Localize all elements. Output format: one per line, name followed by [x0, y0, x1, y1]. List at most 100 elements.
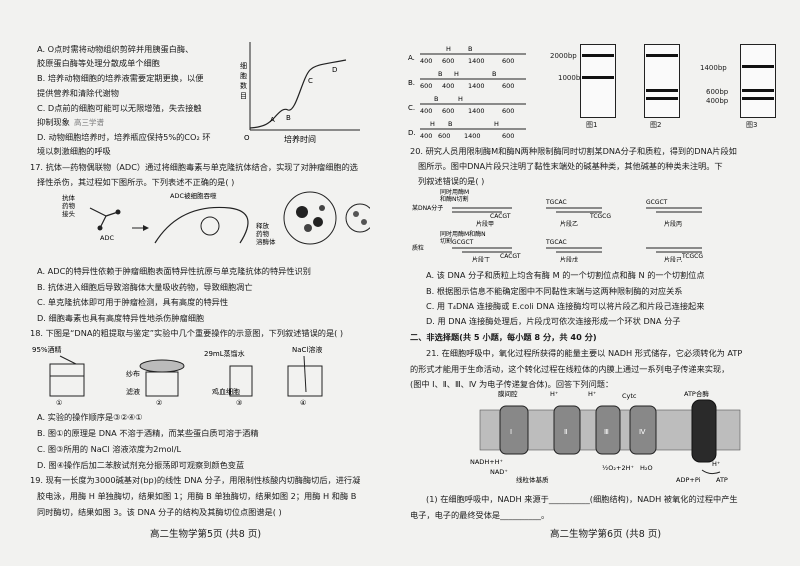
- svg-text:释放: 释放: [256, 221, 270, 230]
- svg-text:TGCAC: TGCAC: [545, 199, 567, 206]
- svg-text:Ⅲ: Ⅲ: [604, 428, 609, 436]
- q18-option-a: A. 实验的操作顺序是③②④①: [37, 412, 143, 422]
- svg-text:H: H: [458, 95, 463, 103]
- svg-text:某DNA分子: 某DNA分子: [412, 204, 443, 212]
- gel-1-band: [582, 76, 614, 79]
- svg-text:C.: C.: [408, 104, 415, 112]
- svg-text:Ⅱ: Ⅱ: [564, 428, 567, 436]
- svg-text:D.: D.: [408, 129, 416, 137]
- q17-stem-line2: 择性杀伤，其过程如下图所示。下列表述不正确的是( ): [37, 177, 235, 187]
- q21-stem-line2: 的形式才能用于生命活动，这个转化过程在线粒体的内膜上通过一系列电子传递来实现，: [410, 364, 730, 374]
- svg-text:抗体: 抗体: [62, 193, 76, 202]
- gel-2-band: [646, 97, 678, 100]
- svg-text:片段丙: 片段丙: [664, 220, 682, 228]
- gel-2-title: 图2: [650, 121, 662, 129]
- gel-1-band-label-1: 2000bp: [550, 52, 577, 60]
- svg-text:B: B: [434, 95, 438, 103]
- q16-xlabel: 培养时间: [284, 134, 316, 144]
- svg-text:NaCl溶液: NaCl溶液: [292, 345, 322, 354]
- svg-text:切割: 切割: [440, 237, 452, 245]
- svg-text:1400: 1400: [468, 82, 485, 90]
- svg-text:H: H: [494, 120, 499, 128]
- svg-text:①: ①: [56, 399, 62, 406]
- gel-3-lane: [740, 44, 776, 118]
- svg-text:④: ④: [300, 399, 306, 406]
- svg-text:②: ②: [156, 399, 162, 406]
- gel-2-band: [646, 54, 678, 57]
- q20-stem-line2: 图所示。图中DNA片段只注明了黏性末端处的碱基种类，其他碱基的种类未注明。下: [418, 161, 723, 171]
- q21-question-1-line1: (1) 在细胞呼吸中，NADH 来源于__________(细胞结构)，NADH…: [426, 494, 738, 504]
- q21-stem-line1: 21. 在细胞呼吸中，氧化过程所获得的能量主要以 NADH 形式储存，它必须转化…: [426, 348, 743, 358]
- svg-text:½O₂+2H⁺: ½O₂+2H⁺: [602, 464, 634, 472]
- svg-text:CACGT: CACGT: [490, 213, 511, 220]
- svg-text:纱布: 纱布: [126, 369, 140, 378]
- gel-3-band: [742, 97, 774, 100]
- q20-option-c: C. 用 T₄DNA 连接酶或 E.coli DNA 连接酶均可以将片段乙和片段…: [426, 301, 705, 311]
- svg-text:H: H: [446, 45, 451, 53]
- svg-text:ADC: ADC: [100, 234, 114, 242]
- svg-text:29mL蒸馏水: 29mL蒸馏水: [204, 349, 245, 358]
- svg-text:片段乙: 片段乙: [560, 220, 578, 228]
- svg-text:膜间腔: 膜间腔: [498, 389, 518, 398]
- svg-text:GCGCT: GCGCT: [646, 199, 668, 206]
- q19-stem-line1: 19. 现有一长度为3000碱基对(bp)的线性 DNA 分子，用限制性核酸内切…: [30, 475, 361, 485]
- svg-text:片段戊: 片段戊: [560, 256, 578, 262]
- svg-text:NADH+H⁺: NADH+H⁺: [470, 458, 503, 466]
- q19-stem-line3: 同时酶切，结果如图 3。该 DNA 分子的结构及其酶切位点图谱是( ): [37, 507, 282, 517]
- gel-3-band: [742, 65, 774, 68]
- q17-adc-figure: 抗体 药物 接头 ADC ADC被细胞吞噬 释放 药物 溶酶体: [62, 191, 370, 246]
- q16-ylabel-2: 胞: [240, 71, 247, 80]
- gel-1-lane: [580, 44, 616, 118]
- q18-option-d: D. 图④操作后加二苯胺试剂充分振荡即可观察到颜色变蓝: [37, 460, 245, 470]
- q16-option-a-line1: A. O点时需将动物组织剪碎并用胰蛋白酶、: [37, 44, 194, 54]
- q18-option-b: B. 图①的原理是 DNA 不溶于酒精，而某些蛋白质可溶于酒精: [37, 428, 259, 438]
- q20-option-a: A. 该 DNA 分子和质粒上均含有酶 M 的一个切割位点和酶 N 的一个切割位…: [426, 270, 705, 280]
- svg-text:片段甲: 片段甲: [476, 220, 494, 228]
- svg-text:NAD⁺: NAD⁺: [490, 468, 508, 476]
- svg-text:接头: 接头: [62, 209, 76, 218]
- svg-text:Ⅰ: Ⅰ: [510, 428, 512, 436]
- q16-option-b-line1: B. 培养动物细胞的培养液需要定期更换，以便: [37, 73, 204, 83]
- q16-point-d: D: [332, 66, 337, 74]
- svg-text:B: B: [468, 45, 472, 53]
- gel-3-band-label-1: 1400bp: [700, 64, 727, 72]
- svg-text:TCGCG: TCGCG: [589, 213, 611, 220]
- svg-text:片段丁: 片段丁: [472, 256, 490, 262]
- gel-1-band: [582, 54, 614, 57]
- q16-ylabel-1: 细: [240, 61, 247, 70]
- q16-point-a: A: [270, 116, 275, 124]
- q17-option-a: A. ADC的特异性依赖于肿瘤细胞表面特异性抗原与单克隆抗体的特异性识别: [37, 266, 311, 276]
- q16-option-c-line1: C. D点前的细胞可能可以无限增殖，失去接触: [37, 103, 202, 113]
- q16-option-d-line2: 境以刺激细胞的呼吸: [37, 146, 111, 156]
- q17-option-b: B. 抗体进入细胞后导致溶酶体大量吸收药物，导致细胞凋亡: [37, 282, 253, 292]
- svg-text:质粒: 质粒: [412, 244, 424, 252]
- q16-point-c: C: [308, 77, 313, 85]
- svg-text:Ⅳ: Ⅳ: [639, 428, 646, 436]
- svg-text:同时用酶M: 同时用酶M: [440, 188, 469, 196]
- svg-text:1400: 1400: [468, 57, 485, 65]
- q16-option-b-line2: 提供营养和清除代谢物: [37, 88, 119, 98]
- q19-stem-line2: 胶电泳，用酶 H 单独酶切，结果如图 1；用酶 B 单独酶切，结果如图 2；用酶…: [37, 491, 357, 501]
- q21-question-1-line2: 电子，电子的最终受体是__________。: [410, 510, 550, 520]
- q17-option-d: D. 细胞毒素也具有高度特异性地杀伤肿瘤细胞: [37, 313, 205, 323]
- gel-3-band: [742, 89, 774, 92]
- svg-text:400: 400: [420, 107, 432, 115]
- q18-dna-figure: 95%酒精 ① 纱布 滤液 ② 29mL蒸馏水 鸡血细胞 ③ NaCl溶液 ④: [32, 345, 323, 406]
- q16-option-c-line2: 抑制现象: [37, 117, 70, 127]
- svg-text:③: ③: [236, 399, 242, 406]
- svg-text:B.: B.: [408, 79, 415, 87]
- svg-text:滤液: 滤液: [126, 387, 140, 396]
- svg-text:鸡血细胞: 鸡血细胞: [212, 387, 240, 396]
- q17-stem-line1: 17. 抗体—药物偶联物（ADC）通过将细胞毒素与单克隆抗体结合，实现了对肿瘤细…: [30, 162, 358, 172]
- right-page-footer: 高二生物学第6页 (共8 页): [550, 529, 662, 540]
- svg-text:600: 600: [442, 107, 454, 115]
- svg-text:600: 600: [502, 57, 514, 65]
- q20-option-b: B. 根据图示信息不能确定图中不同黏性末端与这两种限制酶的对应关系: [426, 286, 683, 296]
- q18-option-c: C. 图③所用的 NaCl 溶液浓度为2mol/L: [37, 444, 182, 454]
- q20-option-d: D. 用 DNA 连接酶处理后，片段戊可依次连接形成一个环状 DNA 分子: [426, 316, 681, 326]
- svg-text:片段己: 片段己: [664, 256, 682, 262]
- svg-text:TCGCG: TCGCG: [681, 253, 703, 260]
